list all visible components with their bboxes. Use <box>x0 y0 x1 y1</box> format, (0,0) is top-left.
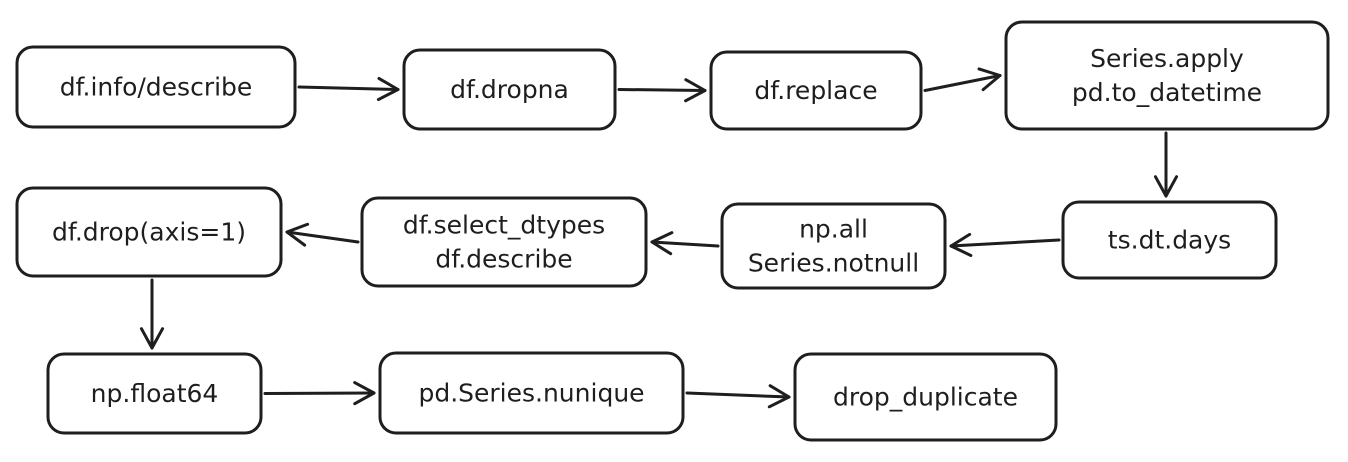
node-box <box>1004 20 1330 131</box>
edge-float64-to-nunique <box>263 381 376 406</box>
node-box <box>709 50 923 131</box>
arrowhead-icon <box>285 222 310 247</box>
node-apply: Series.apply pd.to_datetime <box>1004 20 1330 131</box>
arrowhead-icon <box>376 76 400 102</box>
node-label: Series.notnull <box>748 249 919 278</box>
node-label: ts.dt.days <box>1108 226 1231 255</box>
node-label: np.all <box>799 215 868 244</box>
edge-all-to-select <box>650 231 720 256</box>
edge-replace-to-apply <box>923 67 1002 92</box>
node-box <box>720 202 947 290</box>
arrowhead-icon <box>977 67 1002 92</box>
arrowhead-icon <box>139 327 165 350</box>
node-label: pd.Series.nunique <box>418 379 644 408</box>
node-label: df.dropna <box>450 75 569 104</box>
node-drop: df.drop(axis=1) <box>15 186 283 278</box>
node-label: df.info/describe <box>60 73 253 102</box>
node-nunique: pd.Series.nunique <box>378 351 685 435</box>
edge-dropna-to-replace <box>617 78 707 103</box>
edge-select-to-drop <box>285 222 360 247</box>
node-box <box>1061 200 1278 280</box>
node-box <box>46 352 263 435</box>
edge-line <box>949 238 1061 248</box>
edge-line <box>263 391 376 395</box>
node-replace: df.replace <box>709 50 923 131</box>
arrowhead-icon <box>949 232 973 257</box>
node-info: df.info/describe <box>15 45 297 129</box>
edge-drop-to-float64 <box>139 278 165 350</box>
node-label: df.describe <box>435 245 572 274</box>
node-label: df.replace <box>754 76 877 105</box>
node-dropna: df.dropna <box>402 48 617 131</box>
node-box <box>15 45 297 129</box>
node-box <box>15 186 283 278</box>
edge-info-to-dropna <box>297 76 400 102</box>
node-dup: drop_duplicate <box>793 352 1058 442</box>
edge-line <box>650 240 720 248</box>
arrowhead-icon <box>1153 175 1179 198</box>
edge-nunique-to-dup <box>685 384 791 409</box>
node-box <box>793 352 1058 442</box>
edge-line <box>297 85 400 91</box>
node-days: ts.dt.days <box>1061 200 1278 280</box>
node-label: np.float64 <box>91 379 219 408</box>
edge-line <box>923 74 1002 92</box>
arrowhead-icon <box>684 78 707 103</box>
arrowhead-icon <box>353 381 376 406</box>
node-label: df.select_dtypes <box>403 211 605 240</box>
node-box <box>378 351 685 435</box>
node-label: drop_duplicate <box>833 383 1018 412</box>
edge-days-to-all <box>949 232 1061 257</box>
edge-apply-to-days <box>1153 131 1179 198</box>
node-label: df.drop(axis=1) <box>52 218 246 247</box>
edge-line <box>685 391 791 399</box>
edge-line <box>617 88 707 92</box>
node-box <box>360 196 648 288</box>
node-label: pd.to_datetime <box>1072 78 1262 107</box>
edge-line <box>285 230 360 244</box>
arrowhead-icon <box>767 384 791 409</box>
node-box <box>402 48 617 131</box>
edges-layer <box>139 67 1179 409</box>
arrowhead-icon <box>650 231 674 256</box>
node-float64: np.float64 <box>46 352 263 435</box>
node-select: df.select_dtypes df.describe <box>360 196 648 288</box>
node-label: Series.apply <box>1090 44 1244 73</box>
